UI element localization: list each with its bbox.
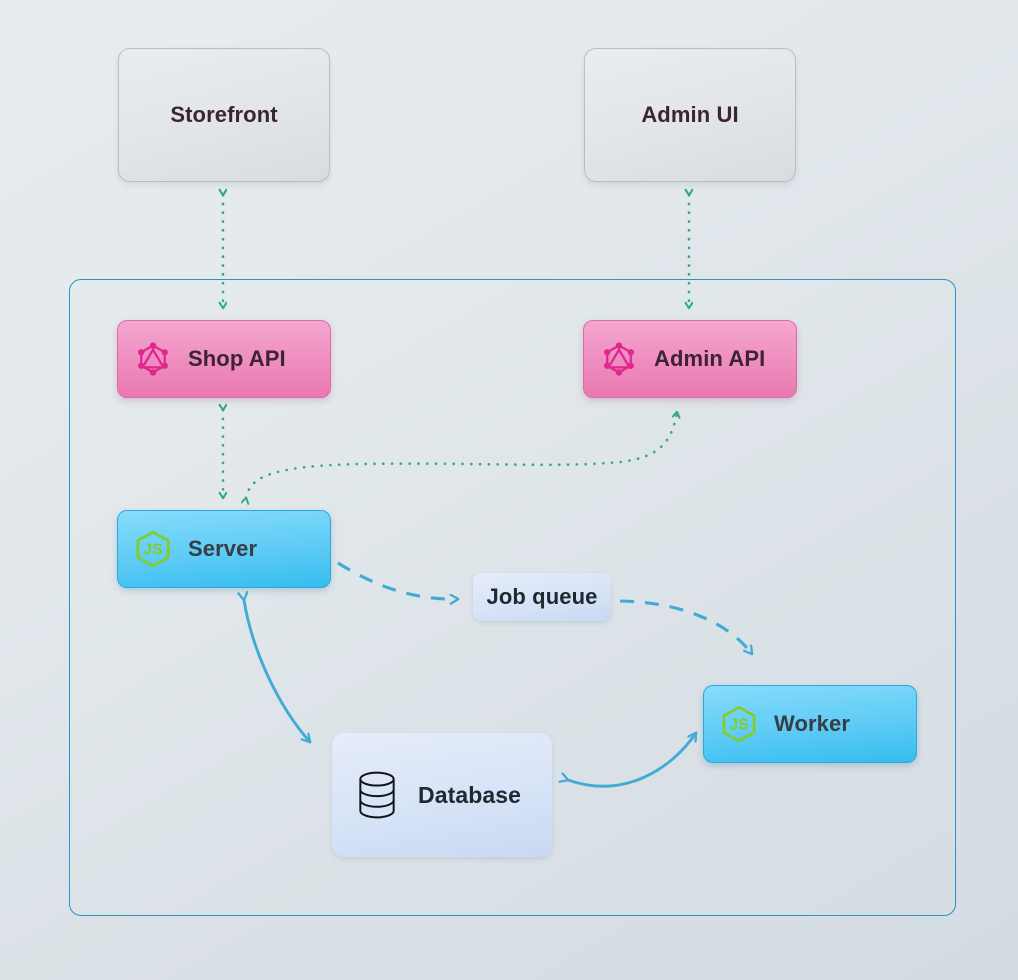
node-admin-api[interactable]: Admin API — [583, 320, 797, 398]
node-job-queue[interactable]: Job queue — [473, 573, 611, 621]
graphql-icon — [132, 338, 174, 380]
node-shop-api[interactable]: Shop API — [117, 320, 331, 398]
node-database-label: Database — [418, 781, 522, 808]
nodejs-icon: JS — [132, 528, 174, 570]
node-worker-label: Worker — [774, 711, 850, 736]
node-admin-ui[interactable]: Admin UI — [584, 48, 796, 182]
node-database[interactable]: Database — [332, 733, 552, 857]
node-shop-api-label: Shop API — [188, 346, 286, 371]
database-cylinder-icon — [354, 770, 400, 820]
node-server-label: Server — [188, 536, 258, 561]
svg-text:JS: JS — [143, 541, 163, 558]
node-admin-api-label: Admin API — [654, 346, 766, 371]
node-server[interactable]: JS Server — [117, 510, 331, 588]
node-worker[interactable]: JS Worker — [703, 685, 917, 763]
node-storefront[interactable]: Storefront — [118, 48, 330, 182]
node-job-queue-label: Job queue — [486, 584, 598, 609]
nodejs-icon: JS — [718, 703, 760, 745]
graphql-icon — [598, 338, 640, 380]
svg-text:JS: JS — [729, 716, 749, 733]
node-admin-ui-label: Admin UI — [641, 102, 739, 127]
node-storefront-label: Storefront — [170, 102, 278, 127]
